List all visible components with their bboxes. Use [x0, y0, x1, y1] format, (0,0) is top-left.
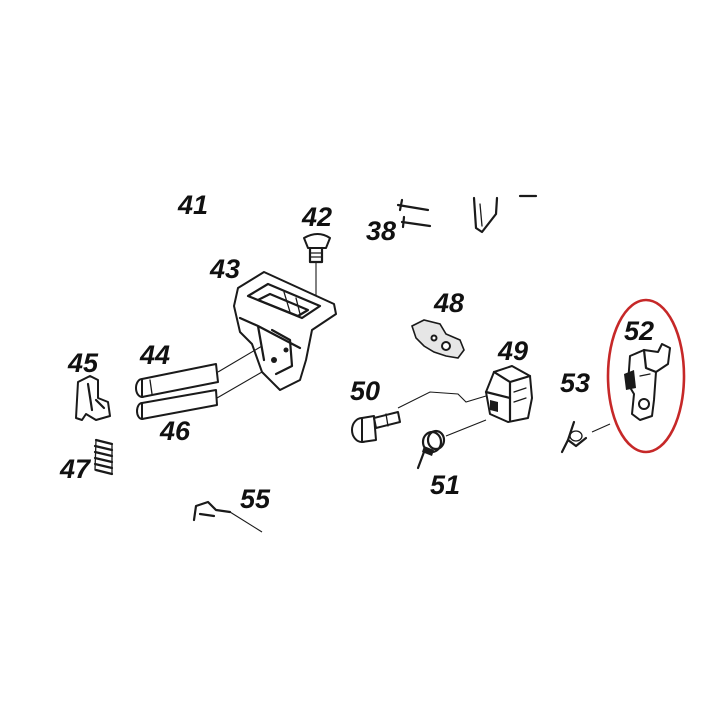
- part-49-block: 49: [397, 336, 533, 423]
- highlight-circle: [606, 298, 686, 454]
- label-49: 49: [497, 336, 528, 366]
- part-47-spring: 47: [59, 438, 114, 484]
- label-46: 46: [159, 416, 191, 446]
- part-42-screw: 42: [301, 202, 332, 306]
- part-50-pin: 50: [350, 376, 401, 443]
- label-52: 52: [624, 316, 654, 346]
- label-38: 38: [366, 216, 396, 246]
- label-47: 47: [59, 454, 92, 484]
- part-51-spring: 51: [416, 419, 487, 500]
- part-53-spring: 53: [560, 368, 611, 454]
- label-50: 50: [350, 376, 380, 406]
- label-48: 48: [433, 288, 464, 318]
- part-44-pin: 44: [135, 340, 263, 398]
- part-38-pins: 38: [366, 198, 432, 246]
- label-41: 41: [177, 190, 208, 220]
- label-45: 45: [67, 348, 99, 378]
- label-43: 43: [209, 254, 240, 284]
- part-upper-bar: [472, 194, 538, 234]
- part-46-pin: 46: [136, 371, 263, 446]
- part-45-lever: 45: [67, 348, 111, 421]
- label-44: 44: [139, 340, 170, 370]
- label-42: 42: [301, 202, 332, 232]
- part-52-highlighted: 52: [606, 298, 686, 454]
- label-55: 55: [240, 484, 271, 514]
- label-53: 53: [560, 368, 590, 398]
- part-55: 55: [192, 484, 271, 533]
- part-48-bracket: 48: [411, 288, 465, 359]
- label-51: 51: [430, 470, 460, 500]
- part-41: 41: [177, 190, 208, 220]
- part-43-housing: 43: [209, 254, 337, 391]
